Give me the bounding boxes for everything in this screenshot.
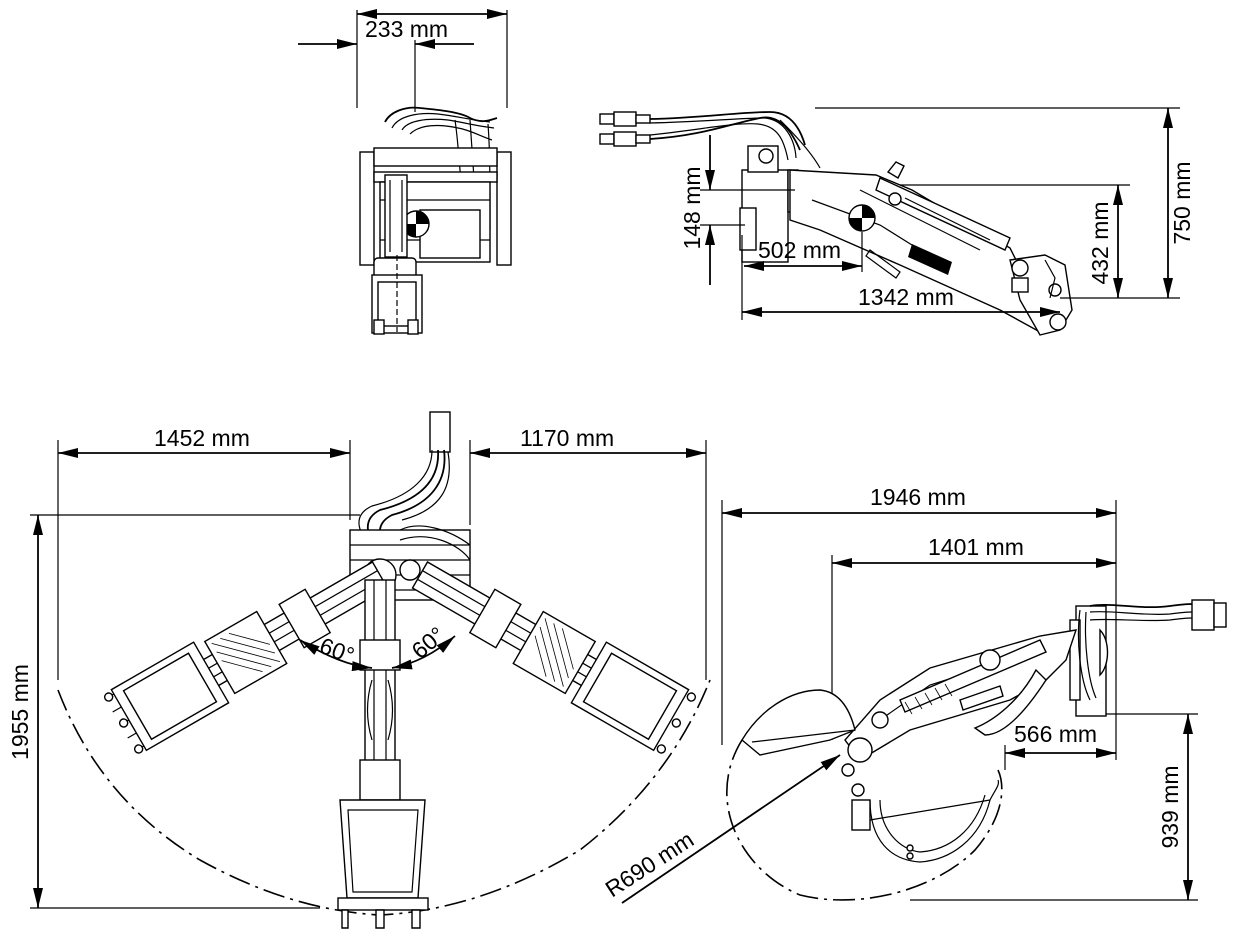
reach-arm-label: 1401 mm [928,534,1024,560]
swing-right-angle-label: 60° [407,622,450,664]
swing-overall-depth-label: 1955 mm [7,664,33,760]
reach-max-label: 1946 mm [870,484,966,510]
swing-left-reach-label: 1452 mm [154,425,250,451]
swing-right-reach-label: 1170 mm [520,425,614,451]
side-overall-height-label: 750 mm [1169,161,1195,244]
side-view: 750 mm 432 mm 148 mm 502 mm 1342 mm [599,107,1195,336]
top-view: 233 mm [298,8,512,335]
side-offset-height-label: 148 mm [679,166,705,249]
top-width-label: 233 mm [365,16,448,42]
reach-mount-offset-label: 566 mm [1014,721,1097,747]
swing-view: 1452 mm 1170 mm 1955 mm [7,411,711,929]
reach-bucket-radius-label: R690 mm [601,826,699,902]
side-pivot-height-label: 432 mm [1087,201,1113,284]
reach-dig-depth-label: 939 mm [1157,765,1183,848]
side-pivot-length-label: 502 mm [758,237,841,263]
side-overall-length-label: 1342 mm [858,284,954,310]
swing-left-angle-label: 60° [316,632,358,668]
